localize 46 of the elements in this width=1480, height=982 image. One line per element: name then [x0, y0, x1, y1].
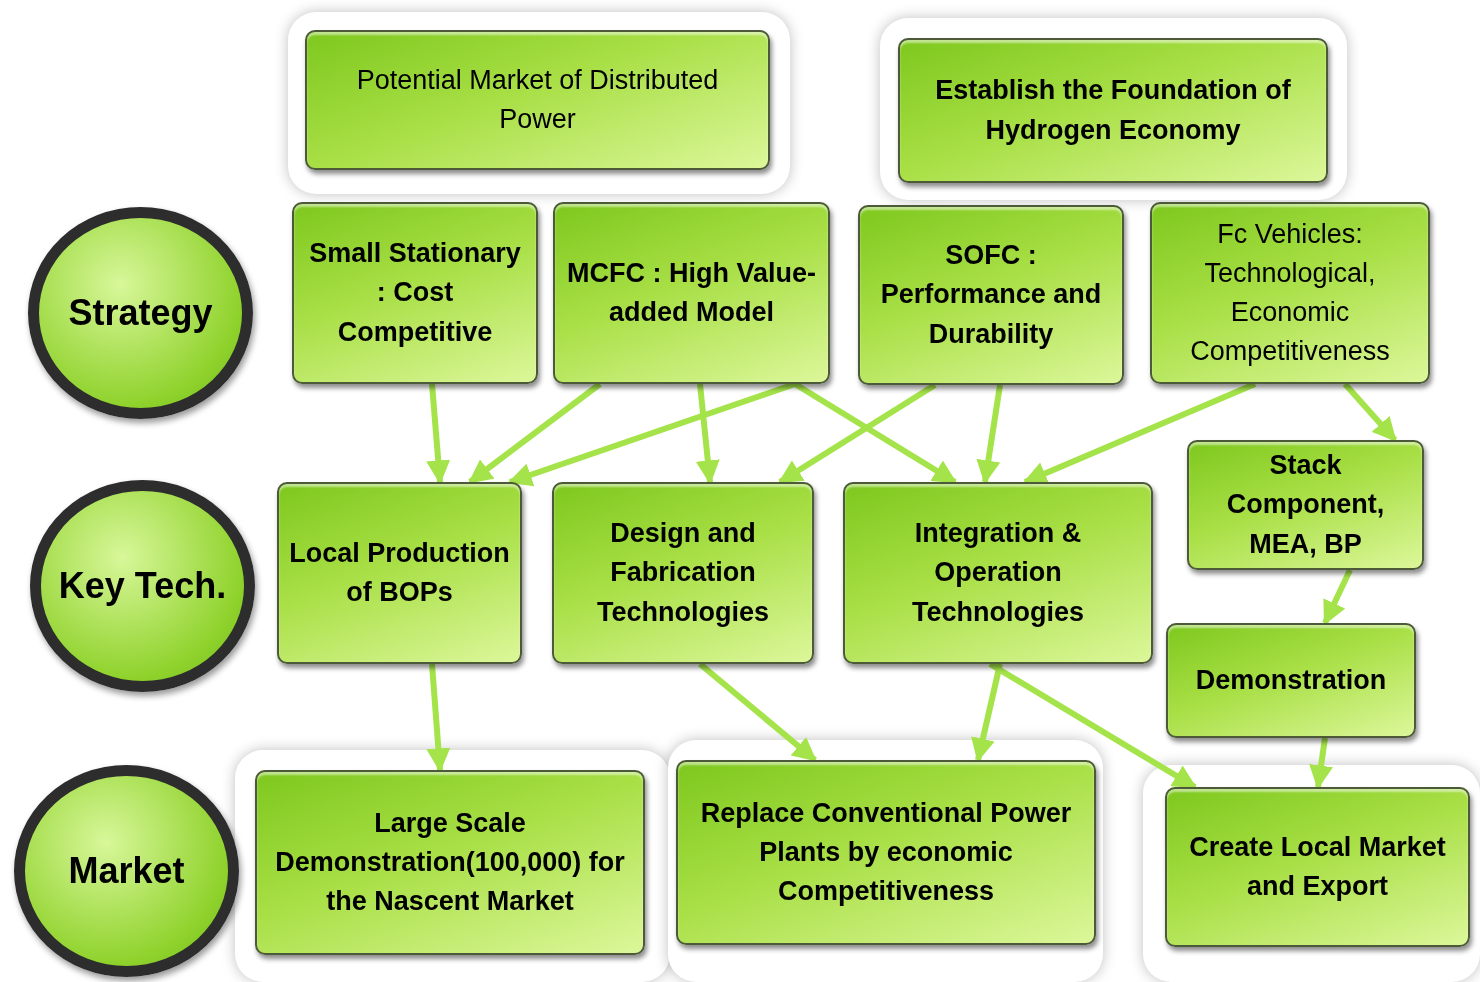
node-label: Large Scale Demonstration(100,000) for the Nascent Market: [274, 806, 626, 919]
process-box: [843, 482, 1153, 664]
node-label: Design and Fabrication Technologies: [596, 517, 770, 629]
node-label: Establish the Foundation of Hydrogen Economy: [934, 74, 1292, 147]
node-label: Small Stationary : Cost Competitive: [308, 237, 522, 349]
process-box: [1150, 202, 1430, 384]
process-box: [898, 38, 1328, 183]
process-box: [1187, 440, 1424, 570]
arrow: [777, 382, 937, 485]
node-label: Market: [68, 849, 185, 893]
arrow: [1022, 381, 1257, 485]
node-label: Stack Component, MEA, BP: [1225, 449, 1386, 561]
arrow: [1309, 737, 1333, 790]
node-label: Fc Vehicles: Technological, Economic Competitiveness: [1189, 217, 1391, 369]
arrow: [1342, 382, 1398, 442]
node-label: MCFC : High Value-added Model: [566, 256, 817, 329]
process-box: [858, 205, 1124, 385]
node-label: Local Production of BOPs: [289, 536, 510, 609]
arrow: [1322, 568, 1353, 626]
process-box: [552, 482, 814, 664]
process-box: [305, 30, 770, 170]
node-label: SOFC : Performance and Durability: [879, 239, 1103, 351]
arrow: [976, 384, 1003, 485]
arrow: [426, 663, 451, 773]
node-label: Integration & Operation Technologies: [911, 517, 1085, 629]
arrow: [971, 663, 1003, 763]
arrow: [468, 381, 602, 485]
process-box: [1166, 623, 1416, 738]
process-box: [277, 482, 522, 664]
process-box: [292, 202, 538, 384]
arrow: [695, 383, 720, 485]
process-box: [676, 760, 1096, 945]
node-label: Strategy: [68, 291, 213, 335]
process-box: [553, 202, 830, 384]
process-box: [255, 770, 645, 955]
arrow: [793, 381, 958, 485]
node-label: Demonstration: [1195, 663, 1387, 697]
arrow: [426, 383, 451, 485]
node-label: Replace Conventional Power Plants by economic Competitiveness: [699, 796, 1073, 909]
arrow: [507, 381, 796, 487]
arrow: [988, 661, 1198, 790]
node-label: Create Local Market and Export: [1188, 830, 1447, 903]
process-box: [1165, 787, 1470, 947]
node-label: Key Tech.: [58, 564, 227, 608]
node-label: Potential Market of Distributed Power: [355, 63, 720, 136]
arrow: [698, 661, 817, 763]
